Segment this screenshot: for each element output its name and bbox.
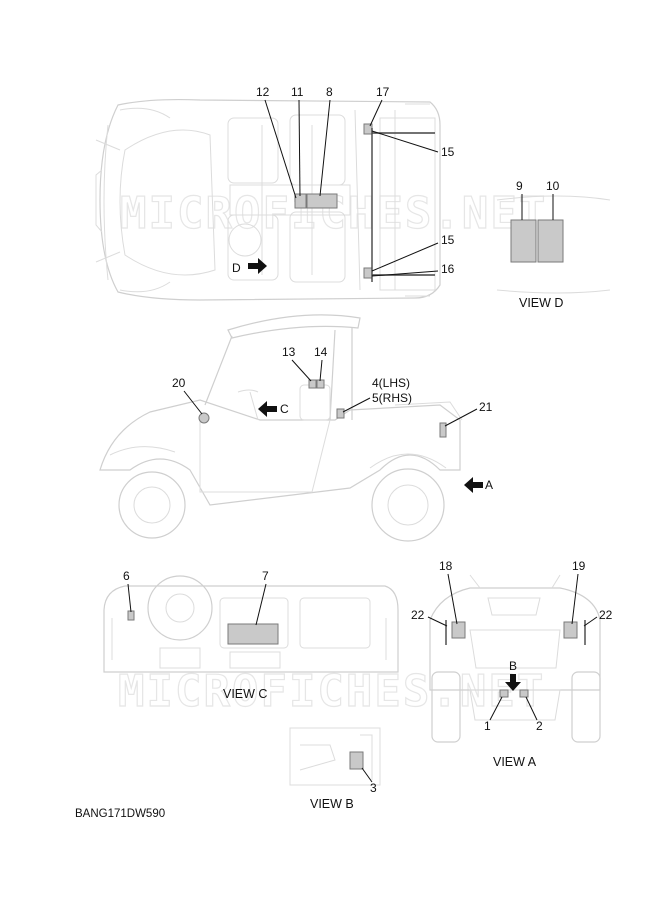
decal-13-shape bbox=[308, 379, 317, 389]
svg-text:16: 16 bbox=[441, 262, 455, 276]
callout-16: 16 bbox=[371, 262, 455, 277]
callout-21: 21 bbox=[444, 400, 493, 427]
decal-10-shape bbox=[537, 219, 564, 263]
svg-text:19: 19 bbox=[572, 559, 586, 573]
svg-text:MICROFICHES.NET: MICROFICHES.NET bbox=[118, 666, 545, 717]
decal-2-shape bbox=[519, 689, 529, 698]
svg-text:20: 20 bbox=[172, 376, 186, 390]
svg-text:B: B bbox=[509, 659, 517, 673]
svg-text:C: C bbox=[280, 402, 289, 416]
svg-text:6: 6 bbox=[123, 569, 130, 583]
callout-17: 17 bbox=[369, 85, 390, 127]
svg-text:7: 7 bbox=[262, 569, 269, 583]
view-a-decals bbox=[445, 620, 586, 698]
view-a-caption: VIEW A bbox=[493, 755, 537, 769]
decal-14-shape bbox=[316, 379, 325, 389]
callout-14: 14 bbox=[314, 345, 328, 382]
svg-text:D: D bbox=[232, 261, 241, 275]
callout-6: 6 bbox=[123, 569, 132, 613]
decal-21-shape bbox=[439, 422, 447, 438]
svg-text:15: 15 bbox=[441, 145, 455, 159]
callout-2: 2 bbox=[525, 696, 543, 733]
callout-5-rhs: 5(RHS) bbox=[342, 391, 412, 413]
callout-15-bottom: 15 bbox=[371, 233, 455, 272]
callout-22-left: 22 bbox=[411, 608, 448, 627]
side-view-illustration bbox=[99, 314, 463, 542]
decal-17-shape bbox=[363, 123, 373, 135]
svg-text:10: 10 bbox=[546, 179, 560, 193]
decal-7-shape bbox=[227, 623, 279, 645]
decal-8-shape bbox=[306, 193, 338, 209]
view-b-caption: VIEW B bbox=[310, 797, 354, 811]
svg-text:11: 11 bbox=[291, 85, 304, 99]
decal-9-shape bbox=[510, 219, 537, 263]
svg-text:17: 17 bbox=[376, 85, 390, 99]
view-c-caption: VIEW C bbox=[223, 687, 267, 701]
side-view-decals bbox=[198, 379, 447, 438]
decal-11-shape bbox=[294, 193, 307, 209]
decal-19-shape bbox=[563, 621, 578, 639]
svg-text:5(RHS): 5(RHS) bbox=[372, 391, 412, 405]
decal-1-shape bbox=[499, 689, 509, 698]
decal-18-shape bbox=[451, 621, 466, 639]
top-view-decals bbox=[294, 123, 435, 282]
callout-20: 20 bbox=[172, 376, 203, 415]
decal-16-shape bbox=[363, 267, 373, 279]
callout-18: 18 bbox=[439, 559, 458, 625]
callout-4-lhs: 4(LHS) bbox=[372, 376, 410, 390]
watermark-bottom: MICROFICHES.NET bbox=[117, 665, 545, 717]
view-a-pointer: A bbox=[464, 477, 493, 493]
view-b-illustration bbox=[289, 727, 381, 786]
svg-text:A: A bbox=[485, 478, 493, 492]
svg-text:21: 21 bbox=[479, 400, 493, 414]
svg-text:3: 3 bbox=[370, 781, 377, 795]
callout-13: 13 bbox=[282, 345, 312, 382]
view-d-pointer: D bbox=[232, 258, 267, 275]
svg-text:18: 18 bbox=[439, 559, 453, 573]
decal-3-shape bbox=[349, 751, 364, 770]
view-c-decals bbox=[127, 610, 279, 645]
svg-text:4(LHS): 4(LHS) bbox=[372, 376, 410, 390]
view-a-rear-illustration bbox=[429, 574, 601, 743]
callout-3: 3 bbox=[361, 767, 377, 795]
figure-code: BANG171DW590 bbox=[75, 808, 165, 820]
view-c-dashboard-illustration bbox=[103, 575, 399, 673]
view-d-detail bbox=[496, 195, 611, 294]
svg-text:15: 15 bbox=[441, 233, 455, 247]
decal-6-shape bbox=[127, 610, 135, 621]
svg-text:13: 13 bbox=[282, 345, 296, 359]
callout-15-top: 15 bbox=[371, 130, 455, 159]
callout-7: 7 bbox=[255, 569, 269, 626]
view-d-caption: VIEW D bbox=[519, 296, 563, 310]
callout-12: 12 bbox=[256, 85, 297, 199]
svg-text:22: 22 bbox=[599, 608, 613, 622]
view-b-pointer: B bbox=[505, 659, 521, 691]
callout-10: 10 bbox=[546, 179, 560, 220]
callout-19: 19 bbox=[571, 559, 586, 625]
top-view-illustration bbox=[95, 98, 441, 301]
svg-text:14: 14 bbox=[314, 345, 328, 359]
svg-text:8: 8 bbox=[326, 85, 333, 99]
svg-text:22: 22 bbox=[411, 608, 425, 622]
callout-1: 1 bbox=[484, 696, 503, 733]
callout-9: 9 bbox=[516, 179, 523, 220]
callout-11: 11 bbox=[291, 85, 304, 197]
decal-20-shape bbox=[198, 412, 210, 424]
svg-text:9: 9 bbox=[516, 179, 523, 193]
svg-text:12: 12 bbox=[256, 85, 270, 99]
svg-text:2: 2 bbox=[536, 719, 543, 733]
svg-text:1: 1 bbox=[484, 719, 491, 733]
callout-22-right: 22 bbox=[583, 608, 613, 627]
callout-8: 8 bbox=[319, 85, 333, 197]
decal-4-5-shape bbox=[336, 408, 345, 419]
view-c-pointer: C bbox=[258, 401, 289, 417]
